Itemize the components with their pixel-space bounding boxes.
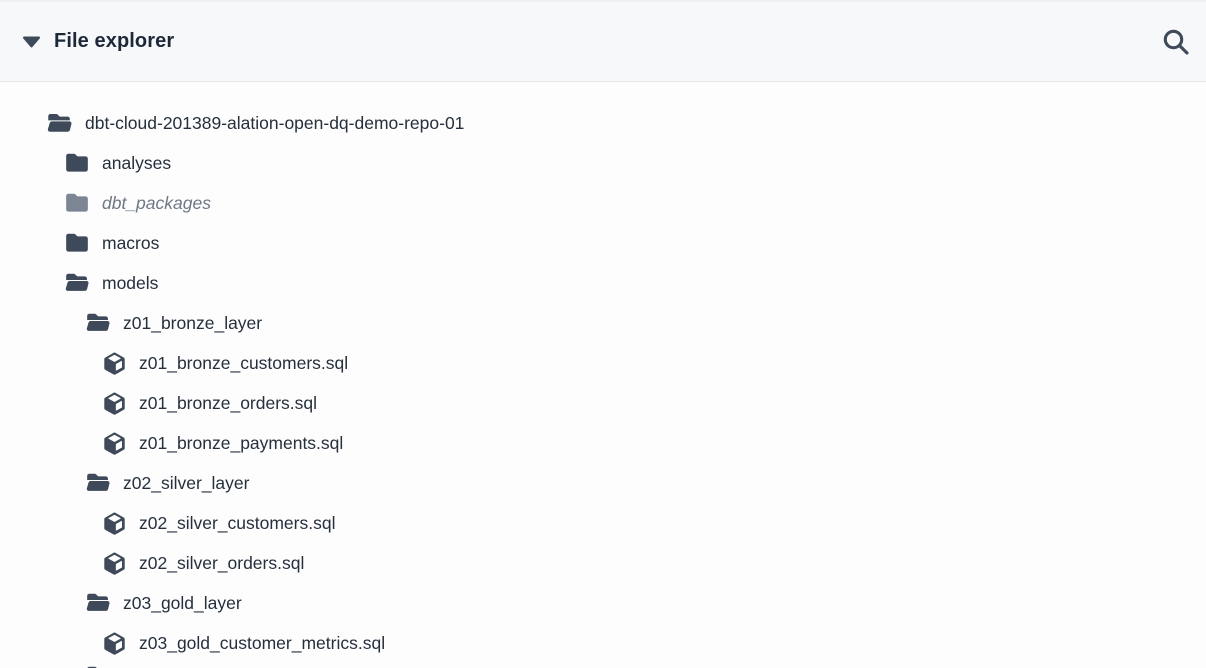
search-icon [1163,29,1189,55]
tree-item-analyses[interactable]: analyses [0,143,1206,183]
model-cube-icon [102,511,127,536]
folder-open-icon [85,470,111,496]
tree-item-z01-bronze-payments[interactable]: z01_bronze_payments.sql [0,423,1206,463]
folder-open-icon [85,310,111,336]
tree-item-z03-gold-layer[interactable]: z03_gold_layer [0,583,1206,623]
tree-item-label: z02_silver_layer [123,472,250,493]
tree-item-label: z01_bronze_payments.sql [139,432,344,453]
tree-item-label: dbt_packages [102,192,211,213]
folder-closed-icon [64,190,90,216]
folder-closed-icon [64,150,90,176]
tree-item-label: z01_bronze_customers.sql [139,352,349,373]
tree-item-repo-root[interactable]: dbt-cloud-201389-alation-open-dq-demo-re… [0,103,1206,143]
model-cube-icon [102,431,127,456]
collapse-caret-icon[interactable] [20,31,42,53]
file-explorer-header: File explorer [0,2,1206,82]
model-cube-icon [102,391,127,416]
tree-item-label: analyses [102,152,172,173]
tree-item-z01-bronze-orders[interactable]: z01_bronze_orders.sql [0,383,1206,423]
model-cube-icon [102,631,127,656]
tree-item-label: z02_silver_customers.sql [139,512,336,533]
tree-item-z03-gold-customer-metrics[interactable]: z03_gold_customer_metrics.sql [0,623,1206,663]
tree-item-label: models [102,272,159,293]
model-cube-icon [102,551,127,576]
tree-item-label: z01_bronze_layer [123,312,263,333]
tree-item-label: macros [102,232,160,253]
folder-open-icon [85,663,111,668]
folder-closed-icon [64,230,90,256]
caret-down-icon [22,36,40,48]
tree-item-label: z03_gold_layer [123,592,242,613]
tree-item-z02-silver-customers[interactable]: z02_silver_customers.sql [0,503,1206,543]
tree-item-dbt-packages[interactable]: dbt_packages [0,183,1206,223]
tree-item-label: dbt-cloud-201389-alation-open-dq-demo-re… [85,112,465,133]
tree-item-z01-bronze-customers[interactable]: z01_bronze_customers.sql [0,343,1206,383]
tree-item-macros[interactable]: macros [0,223,1206,263]
tree-item-z02-silver-orders[interactable]: z02_silver_orders.sql [0,543,1206,583]
folder-open-icon [85,590,111,616]
tree-item-models[interactable]: models [0,263,1206,303]
tree-item-label: z01_bronze_orders.sql [139,392,318,413]
folder-open-icon [64,270,90,296]
model-cube-icon [102,351,127,376]
panel-title: File explorer [54,30,175,52]
folder-open-icon [46,110,73,137]
tree-item-z02-silver-layer[interactable]: z02_silver_layer [0,463,1206,503]
tree-item-label: z02_silver_orders.sql [139,552,305,573]
tree-item-z01-bronze-layer[interactable]: z01_bronze_layer [0,303,1206,343]
tree-item-partial[interactable] [0,663,1206,668]
tree-item-label: z03_gold_customer_metrics.sql [139,632,386,653]
search-button[interactable] [1159,25,1193,59]
file-tree: dbt-cloud-201389-alation-open-dq-demo-re… [0,82,1206,668]
